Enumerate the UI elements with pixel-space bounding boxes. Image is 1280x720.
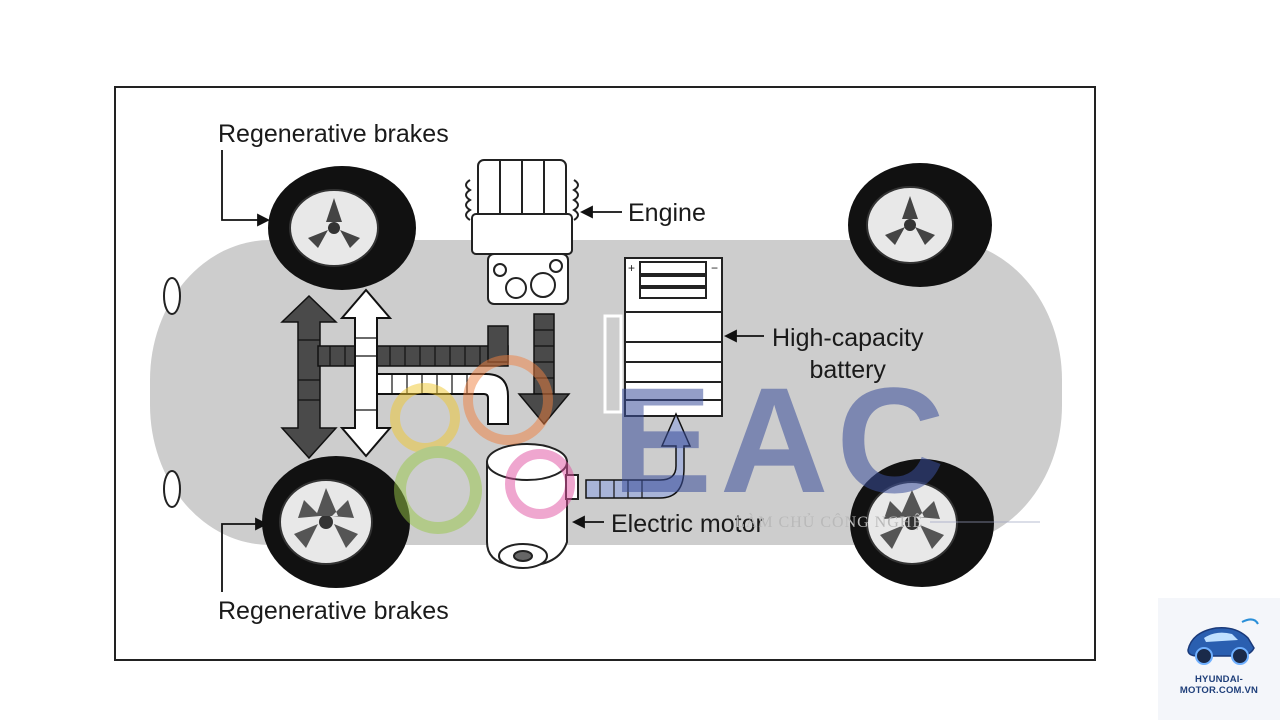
logo-text: HYUNDAI-MOTOR.COM.VN: [1179, 674, 1259, 696]
engine: [465, 159, 579, 305]
label-regenerative-brakes-bottom: Regenerative brakes: [218, 597, 449, 625]
label-regenerative-brakes-top: Regenerative brakes: [218, 120, 449, 148]
arrow-segments: [298, 329, 554, 411]
svg-text:−: −: [711, 261, 718, 275]
watermark-tagline: LÀM CHỦ CÔNG NGHỆ: [735, 514, 924, 531]
label-battery-line1: High-capacity: [772, 324, 924, 352]
label-electric-motor: Electric motor: [611, 510, 764, 538]
headlight-top: [163, 277, 181, 315]
wheel-front-right: [848, 163, 992, 287]
svg-text:+: +: [628, 261, 635, 275]
headlight-bottom: [163, 470, 181, 508]
label-engine: Engine: [628, 199, 706, 227]
wheel-rear-left: [262, 456, 410, 588]
wheel-rear-right: [850, 459, 994, 587]
battery: + −: [603, 257, 723, 417]
watermark-logo: [390, 355, 575, 534]
motor-to-battery-arrow: [585, 412, 692, 499]
label-high-capacity-battery: High-capacity battery: [772, 322, 923, 386]
wheel-front-left: [268, 166, 416, 290]
label-pointers: [221, 150, 764, 592]
watermark-text: EAC: [612, 356, 953, 524]
label-battery-line2: battery: [809, 356, 886, 384]
car-logo-icon: [1187, 618, 1259, 665]
site-logo: HYUNDAI-MOTOR.COM.VN: [1158, 598, 1280, 720]
